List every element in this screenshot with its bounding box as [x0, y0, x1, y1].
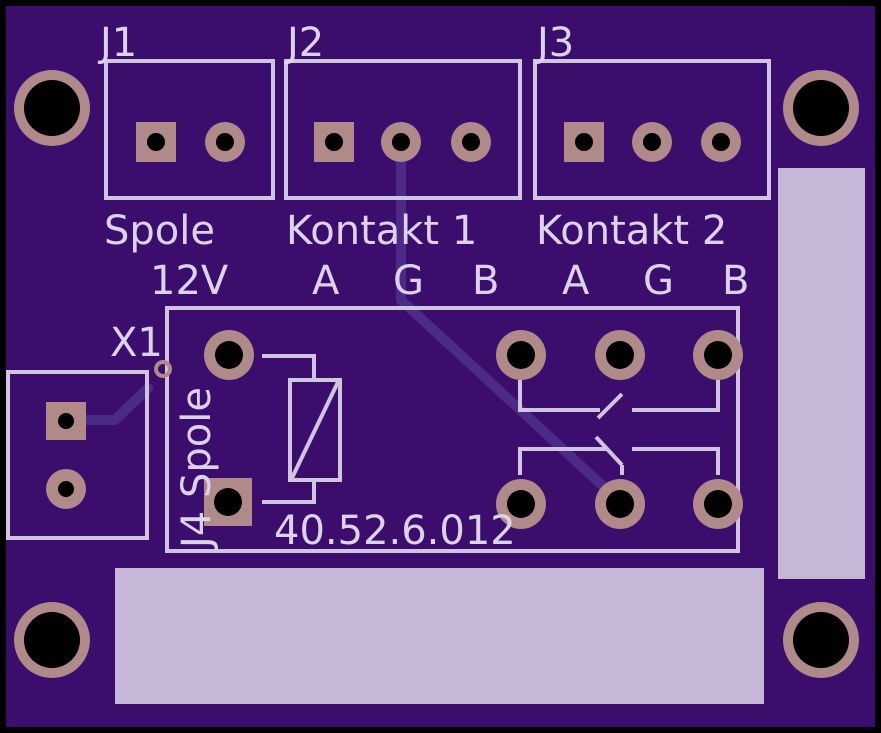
j3-pin-b: B — [722, 258, 749, 304]
j2-outline — [284, 59, 522, 200]
silkscreen-text: J1 J2 J3 Spole 12V Kontakt 1 A G B Konta… — [97, 20, 749, 554]
relay-outline — [165, 306, 740, 553]
j2-pin-a: A — [312, 258, 340, 304]
j3-ref: J3 — [534, 20, 574, 66]
x1-pin1-marker — [154, 360, 172, 378]
j3-label: Kontakt 2 — [536, 208, 727, 254]
switch1-blade — [596, 392, 624, 420]
silkscreen-outlines — [6, 59, 771, 553]
j1-label: Spole — [104, 208, 215, 254]
mounting-hole-top-right — [783, 70, 859, 146]
switch2-blade — [594, 435, 624, 467]
switch2-right — [632, 447, 720, 475]
coil-lead-bottom — [262, 480, 316, 504]
j3-outline — [533, 59, 771, 200]
coil-diagonal — [290, 381, 340, 479]
x1-ref: X1 — [110, 320, 163, 366]
switch2-left — [518, 447, 606, 475]
x1-outline — [6, 370, 149, 540]
mounting-hole-bottom-left — [14, 602, 90, 678]
switch1-left — [518, 380, 600, 412]
j1-outline — [104, 59, 275, 200]
j1-ref: J1 — [97, 20, 137, 66]
pads — [46, 122, 743, 529]
j2-ref: J2 — [284, 20, 324, 66]
mounting-hole-top-left — [14, 70, 90, 146]
j2-pin-b: B — [472, 258, 499, 304]
switch1-right — [632, 380, 720, 412]
mounting-holes — [14, 70, 859, 678]
trace-j2-g-to-relay — [396, 137, 623, 505]
coil-lead-top — [262, 354, 316, 380]
j1-pin-label: 12V — [150, 258, 229, 304]
relay-part-number: 40.52.6.012 — [274, 508, 516, 554]
mounting-hole-bottom-right — [783, 602, 859, 678]
j4-ref: J4 Spole — [174, 387, 220, 551]
j2-pin-g: G — [393, 258, 424, 304]
keepout-area-bottom — [115, 568, 764, 704]
j3-pin-a: A — [562, 258, 590, 304]
j3-pin-g: G — [643, 258, 674, 304]
j2-label: Kontakt 1 — [286, 208, 477, 254]
keepout-area-right — [778, 168, 865, 579]
